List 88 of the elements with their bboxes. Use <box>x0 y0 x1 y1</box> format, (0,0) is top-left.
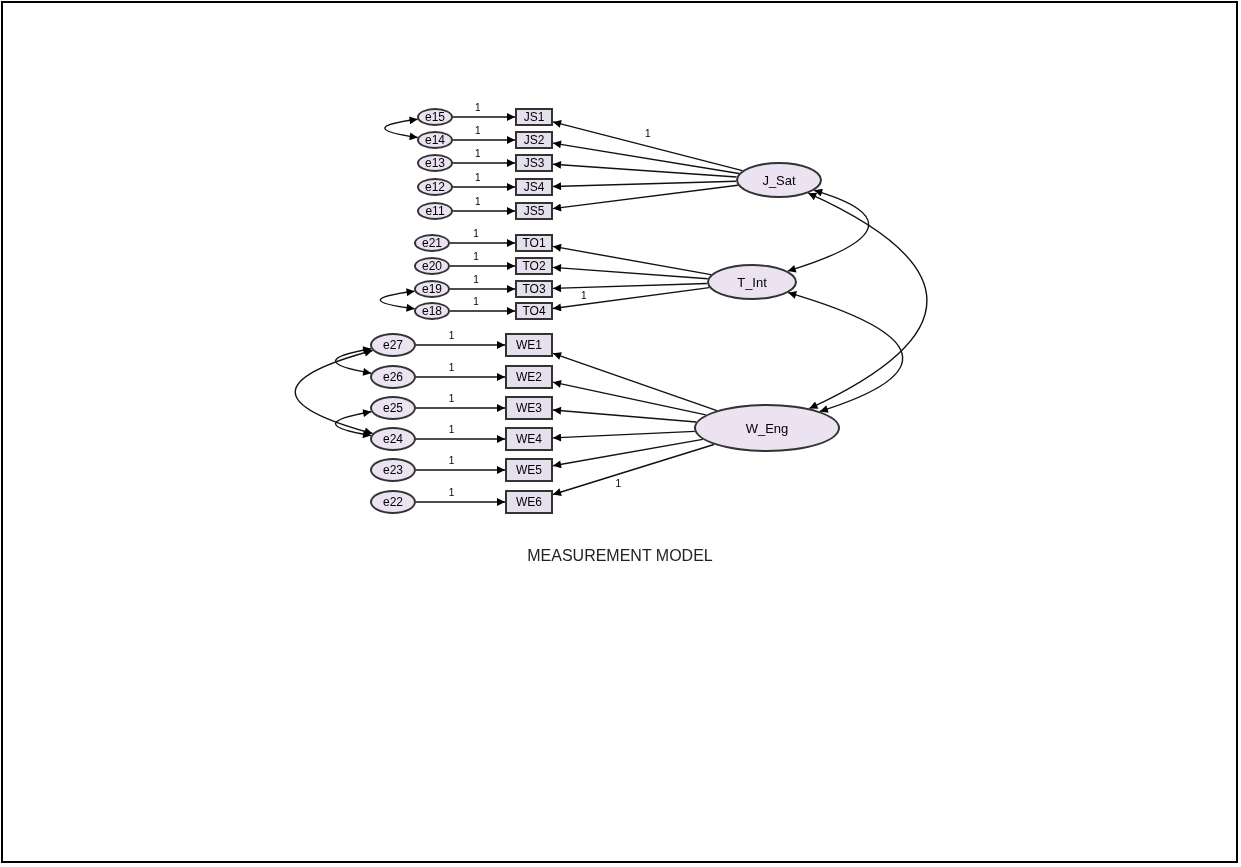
covariance-arrow <box>787 291 903 413</box>
error-term-ellipse: e18 <box>414 302 450 320</box>
error-term-ellipse: e21 <box>414 234 450 252</box>
path-arrow <box>415 466 506 474</box>
path-arrow <box>415 498 506 506</box>
edge-label: 1 <box>474 149 482 159</box>
path-arrow <box>552 120 744 172</box>
error-term-ellipse: e11 <box>417 202 453 220</box>
path-arrow <box>552 184 739 212</box>
path-arrow <box>552 352 718 412</box>
edge-label: 1 <box>447 363 456 373</box>
indicator-box: JS4 <box>515 178 553 196</box>
covariance-arrow <box>334 346 372 376</box>
path-arrow <box>552 430 696 442</box>
error-term-ellipse: e20 <box>414 257 450 275</box>
error-term-ellipse: e23 <box>370 458 416 482</box>
path-arrow <box>552 180 737 191</box>
latent-variable-ellipse: W_Eng <box>694 404 840 452</box>
path-arrow <box>552 264 709 280</box>
path-arrow <box>449 285 516 293</box>
covariance-arrow <box>384 116 419 141</box>
path-arrow <box>449 262 516 270</box>
edge-label: 1 <box>447 425 456 435</box>
indicator-box: WE4 <box>505 427 553 451</box>
path-arrow <box>452 183 516 191</box>
error-term-ellipse: e14 <box>417 131 453 149</box>
error-term-ellipse: e26 <box>370 365 416 389</box>
path-arrow <box>552 406 697 423</box>
edge-label: 1 <box>472 229 480 239</box>
path-arrow <box>552 438 704 469</box>
path-arrow <box>415 435 506 443</box>
path-arrow <box>452 207 516 215</box>
indicator-box: WE1 <box>505 333 553 357</box>
edge-label: 1 <box>614 478 622 489</box>
path-arrow <box>452 136 516 144</box>
edge-label: 1 <box>447 488 456 498</box>
edge-label: 1 <box>447 331 456 341</box>
covariance-arrow <box>294 348 374 436</box>
error-term-ellipse: e13 <box>417 154 453 172</box>
path-arrow <box>552 282 708 293</box>
path-arrow <box>415 404 506 412</box>
edge-label: 1 <box>580 291 588 302</box>
path-arrow <box>552 160 738 178</box>
indicator-box: TO1 <box>515 234 553 252</box>
path-arrow <box>552 443 715 496</box>
covariance-arrow <box>807 192 928 410</box>
indicator-box: TO3 <box>515 280 553 298</box>
edge-label: 1 <box>447 394 456 404</box>
indicator-box: TO2 <box>515 257 553 275</box>
error-term-ellipse: e15 <box>417 108 453 126</box>
edge-label: 1 <box>472 252 480 262</box>
error-term-ellipse: e19 <box>414 280 450 298</box>
indicator-box: JS2 <box>515 131 553 149</box>
path-arrow <box>452 159 516 167</box>
edge-label: 1 <box>474 126 482 136</box>
indicator-box: JS5 <box>515 202 553 220</box>
path-arrow <box>415 373 506 381</box>
edge-label: 1 <box>474 103 482 113</box>
path-arrow <box>452 113 516 121</box>
covariance-arrow <box>334 409 372 438</box>
edge-label: 1 <box>472 297 480 307</box>
indicator-box: JS3 <box>515 154 553 172</box>
latent-variable-ellipse: J_Sat <box>736 162 822 198</box>
edge-label: 1 <box>474 173 482 183</box>
error-term-ellipse: e25 <box>370 396 416 420</box>
indicator-box: JS1 <box>515 108 553 126</box>
indicator-box: WE3 <box>505 396 553 420</box>
indicator-box: WE6 <box>505 490 553 514</box>
error-term-ellipse: e27 <box>370 333 416 357</box>
caption: MEASUREMENT MODEL <box>526 546 714 566</box>
covariance-arrow <box>379 288 416 312</box>
error-term-ellipse: e24 <box>370 427 416 451</box>
path-arrow <box>415 341 506 349</box>
path-arrow <box>449 239 516 247</box>
edge-label: 1 <box>472 275 480 285</box>
error-term-ellipse: e22 <box>370 490 416 514</box>
edge-label: 1 <box>643 129 652 140</box>
path-arrow <box>552 379 707 416</box>
covariance-arrow <box>787 189 869 273</box>
indicator-box: WE2 <box>505 365 553 389</box>
latent-variable-ellipse: T_Int <box>707 264 797 300</box>
edge-label: 1 <box>447 456 456 466</box>
path-arrow <box>449 307 516 315</box>
indicator-box: TO4 <box>515 302 553 320</box>
path-arrow <box>552 287 710 312</box>
error-term-ellipse: e12 <box>417 178 453 196</box>
indicator-box: WE5 <box>505 458 553 482</box>
edge-label: 1 <box>474 197 482 207</box>
